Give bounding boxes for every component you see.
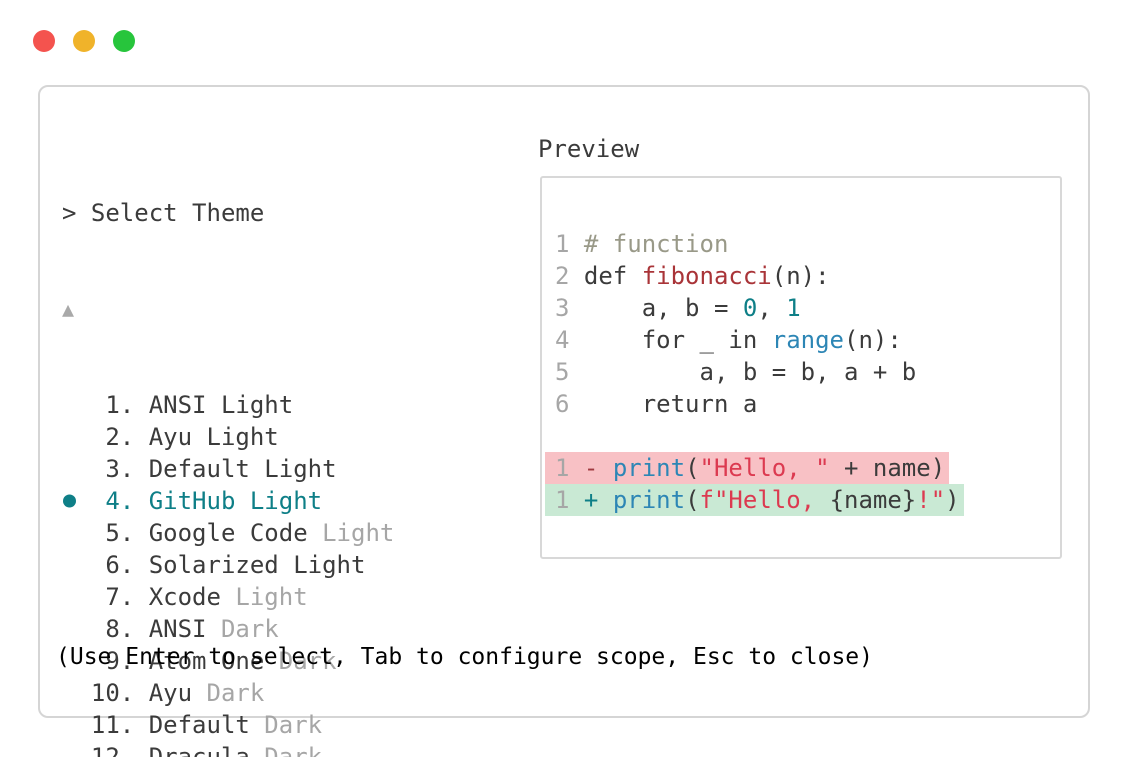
theme-option-4[interactable]: 4. GitHub Light — [62, 485, 394, 517]
code-token-number: 0 — [742, 294, 758, 322]
theme-option-variant: Light — [220, 583, 308, 611]
theme-option-3[interactable]: 3. Default Light — [62, 453, 394, 485]
diff-added-line: 1 + print(f"Hello, {name}!") — [545, 484, 964, 516]
theme-option-label: 4. GitHub Light — [62, 487, 323, 515]
code-token-func: fibonacci — [641, 262, 772, 290]
footer-hint: (Use Enter to select, Tab to configure s… — [56, 644, 873, 670]
theme-option-label: 1. ANSI Light — [62, 391, 294, 419]
theme-option-label: 2. Ayu Light — [62, 423, 279, 451]
code-token-comment: # function — [583, 230, 729, 258]
line-number: 2 — [555, 262, 570, 290]
window-controls — [33, 30, 135, 52]
code-token-builtin: print — [612, 454, 686, 482]
close-button[interactable] — [33, 30, 55, 52]
code-token-text — [598, 454, 612, 482]
theme-option-variant: Dark — [249, 711, 323, 739]
theme-option-12[interactable]: 12. Dracula Dark — [62, 741, 394, 757]
code-line: 4 for _ in range(n): — [555, 324, 964, 356]
theme-option-label: 10. Ayu — [62, 679, 193, 707]
line-number: 5 — [555, 358, 570, 386]
theme-option-6[interactable]: 6. Solarized Light — [62, 549, 394, 581]
theme-option-label: 12. Dracula — [62, 743, 250, 757]
code-token-text: for _ in — [583, 326, 772, 354]
code-token-text: {name} — [829, 486, 917, 514]
diff-removed-line: 1 - print("Hello, " + name) — [545, 452, 950, 484]
theme-option-label: 6. Solarized Light — [62, 551, 366, 579]
line-number: 6 — [555, 390, 570, 418]
theme-option-8[interactable]: 8. ANSI Dark — [62, 613, 394, 645]
theme-list-column: > Select Theme ▲ 1. ANSI Light 2. Ayu Li… — [62, 133, 394, 757]
theme-option-5[interactable]: 5. Google Code Light — [62, 517, 394, 549]
theme-option-label: 7. Xcode — [62, 583, 221, 611]
theme-option-7[interactable]: 7. Xcode Light — [62, 581, 394, 613]
code-line: 1 # function — [555, 228, 964, 260]
code-line — [555, 420, 964, 452]
theme-option-label: 5. Google Code — [62, 519, 308, 547]
code-token-text: , — [757, 294, 787, 322]
line-number: 1 — [555, 486, 570, 514]
theme-option-9[interactable]: 9. Atom One Dark — [62, 645, 394, 677]
theme-list: 1. ANSI Light 2. Ayu Light 3. Default Li… — [62, 389, 394, 757]
theme-option-label: 3. Default Light — [62, 455, 337, 483]
code-token-builtin: range — [771, 326, 844, 354]
code-line: 6 return a — [555, 388, 964, 420]
code-token-text: ) — [945, 486, 960, 514]
code-line: 2 def fibonacci(n): — [555, 260, 964, 292]
select-theme-prompt[interactable]: > Select Theme — [62, 199, 265, 227]
theme-picker-dialog: > Select Theme ▲ 1. ANSI Light 2. Ayu Li… — [38, 85, 1090, 757]
theme-option-1[interactable]: 1. ANSI Light — [62, 389, 394, 421]
code-token-text: a, b = b, a + b — [583, 358, 917, 386]
code-token-plus: + — [583, 486, 599, 514]
code-token-text: return a — [583, 390, 758, 418]
code-token-text: (n): — [844, 326, 902, 354]
code-line: 5 a, b = b, a + b — [555, 356, 964, 388]
code-token-text: ( — [685, 454, 700, 482]
code-token-number: 1 — [786, 294, 801, 322]
theme-option-10[interactable]: 10. Ayu Dark — [62, 677, 394, 709]
code-token-text — [598, 486, 612, 514]
theme-option-label: 11. Default — [62, 711, 250, 739]
code-token-text: (n): — [771, 262, 830, 290]
zoom-button[interactable] — [113, 30, 135, 52]
code-token-string: "Hello, " — [699, 454, 830, 482]
line-number: 4 — [555, 326, 570, 354]
line-number: 3 — [555, 294, 570, 322]
preview-title: Preview — [538, 135, 640, 163]
scroll-up-indicator[interactable]: ▲ — [62, 297, 75, 321]
code-token-builtin: print — [612, 486, 686, 514]
theme-option-2[interactable]: 2. Ayu Light — [62, 421, 394, 453]
diff-line: 1 - print("Hello, " + name) — [545, 452, 964, 484]
diff-line: 1 + print(f"Hello, {name}!") — [545, 484, 964, 516]
theme-option-variant: Dark — [264, 647, 337, 675]
theme-option-variant: Dark — [249, 743, 323, 757]
theme-option-variant: Dark — [192, 679, 265, 707]
theme-option-variant: Light — [307, 519, 395, 547]
theme-option-11[interactable]: 11. Default Dark — [62, 709, 394, 741]
code-token-text: def — [583, 262, 642, 290]
line-number: 1 — [555, 454, 570, 482]
code-line: 3 a, b = 0, 1 — [555, 292, 964, 324]
code-token-text — [569, 454, 583, 482]
theme-option-label: 9. Atom One — [62, 647, 265, 675]
code-token-text — [569, 486, 583, 514]
code-token-minus: - — [583, 454, 599, 482]
minimize-button[interactable] — [73, 30, 95, 52]
code-token-string: f"Hello, — [699, 486, 830, 514]
line-number: 1 — [555, 230, 570, 258]
code-token-string: !" — [916, 486, 946, 514]
code-token-text: a, b = — [583, 294, 743, 322]
selected-bullet-icon — [63, 494, 76, 508]
theme-option-variant: Dark — [206, 615, 279, 643]
theme-option-label: 8. ANSI — [62, 615, 207, 643]
code-token-text: + name) — [829, 454, 946, 482]
code-token-text: ( — [685, 486, 700, 514]
